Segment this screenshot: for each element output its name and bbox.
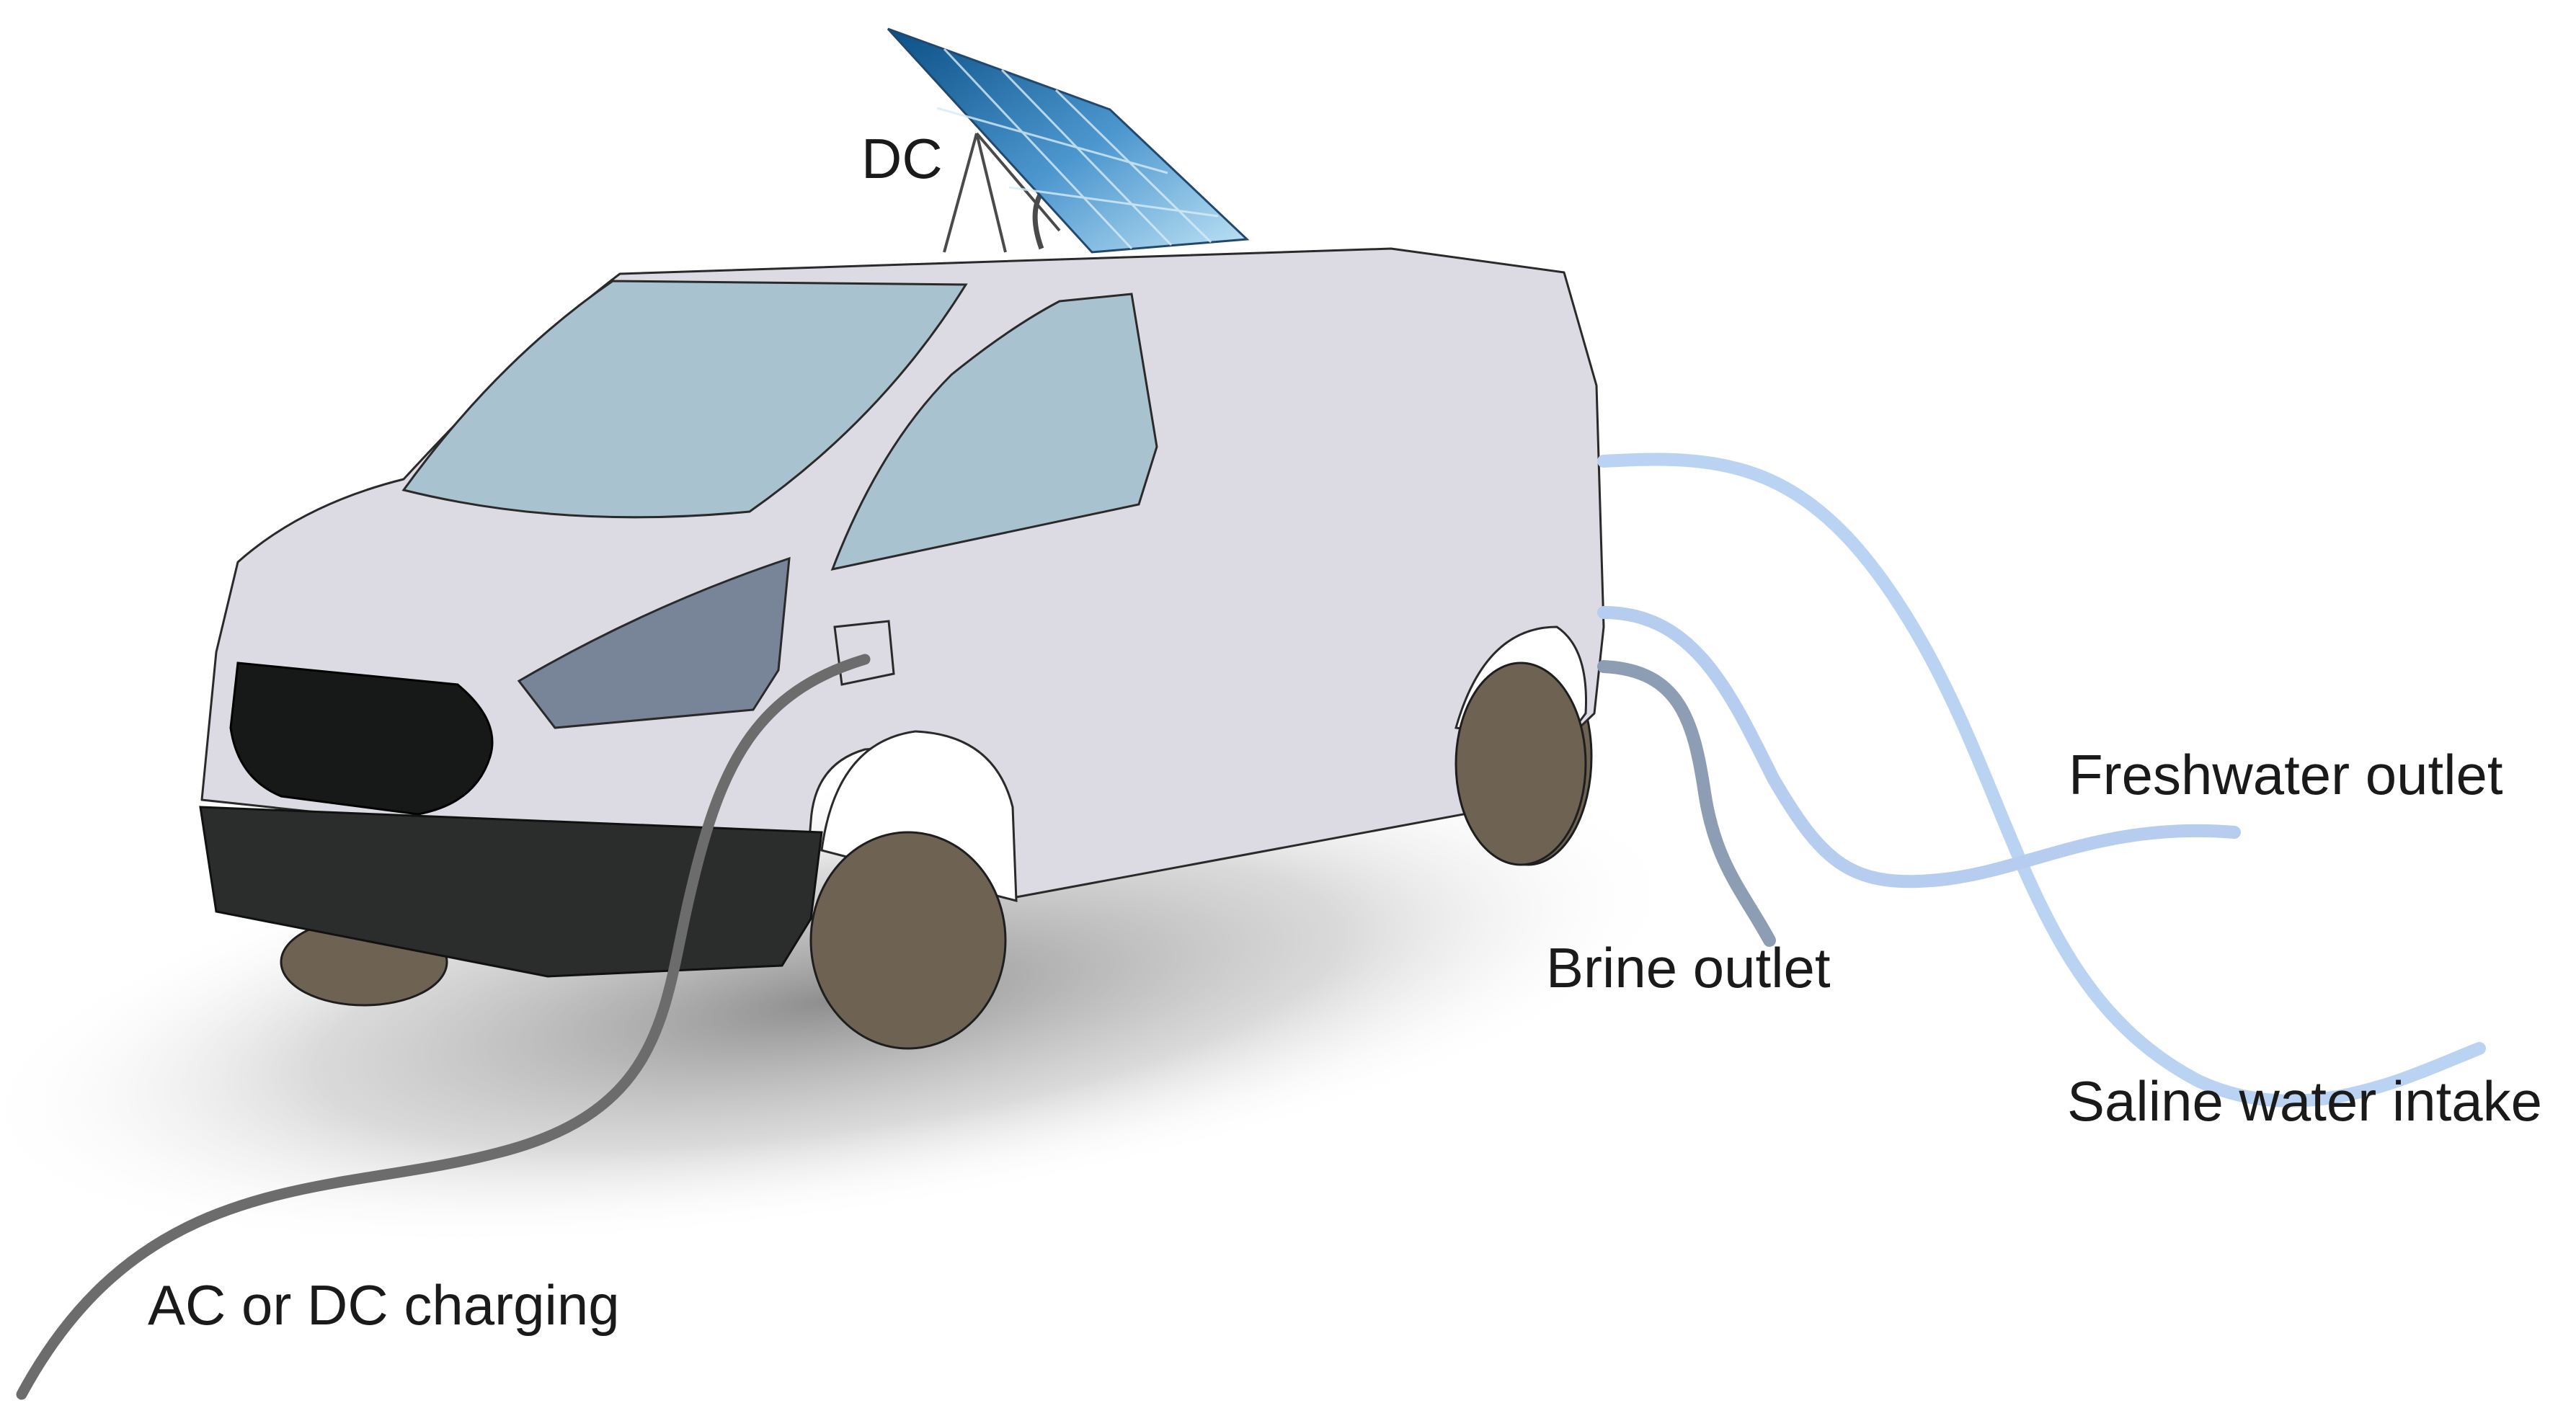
front-wheel bbox=[809, 831, 1007, 1050]
label-saline-water-intake: Saline water intake bbox=[2067, 1069, 2542, 1133]
grille bbox=[229, 662, 494, 816]
charging-cable bbox=[16, 654, 871, 1400]
charging-port bbox=[833, 620, 895, 686]
label-charging: AC or DC charging bbox=[148, 1273, 620, 1337]
solar-panel-grid bbox=[936, 48, 1219, 250]
brine-hose bbox=[1597, 660, 1776, 947]
label-freshwater-outlet: Freshwater outlet bbox=[2069, 743, 2503, 806]
label-brine-outlet: Brine outlet bbox=[1546, 936, 1831, 999]
label-dc: DC bbox=[861, 127, 943, 190]
windshield bbox=[401, 280, 968, 519]
solar-panel-mount bbox=[943, 132, 1061, 253]
headlight bbox=[517, 556, 791, 729]
front-bumper bbox=[199, 806, 823, 978]
side-window bbox=[830, 293, 1158, 571]
saline-water-intake-hose bbox=[1597, 606, 2241, 888]
rear-wheel-visible bbox=[1454, 662, 1587, 866]
